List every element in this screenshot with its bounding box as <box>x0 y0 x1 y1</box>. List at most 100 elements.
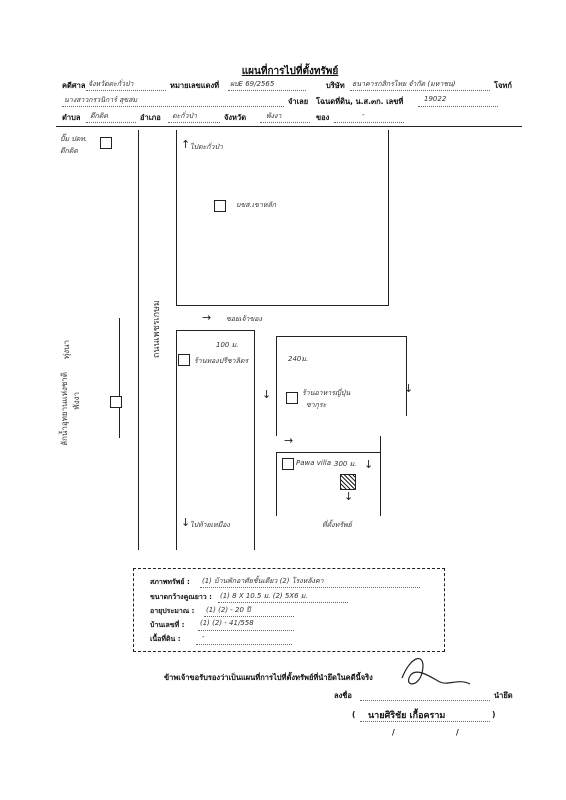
map-label-highway: ถนนเพชรเกษม <box>152 300 162 359</box>
villa-west-edge <box>276 452 277 516</box>
province-label: จังหวัด <box>224 113 247 122</box>
block-east-edge <box>388 130 389 306</box>
province-underline <box>260 112 310 123</box>
arrow-down-icon-3: ↓ <box>364 458 374 471</box>
province-value: พังงา <box>266 112 282 120</box>
villa-box <box>282 458 294 470</box>
map-label-shop: ร้านทองปรีชาลิตร <box>194 357 249 365</box>
page-title: แผนที่การไปที่ตั้งทรัพย์ <box>241 66 339 77</box>
court-underline <box>86 80 166 91</box>
villa-soi-north-edge <box>276 452 380 453</box>
restaurant-block-east-edge <box>406 336 407 416</box>
plaintiff-underline <box>350 80 490 91</box>
black-no-underline <box>228 80 306 91</box>
restaurant-box <box>286 392 298 404</box>
map-label-restaurant-2: ซากุระ <box>306 401 327 409</box>
signature-line <box>360 690 490 701</box>
map-label-ptt: ปั๊ม ปตท. <box>60 135 88 143</box>
black-no-label: หมายเลขแดงที่ <box>170 81 220 90</box>
of-label: ของ <box>316 113 330 122</box>
highway-right-edge-south <box>176 330 177 550</box>
of-underline <box>334 112 404 123</box>
tambon-label: ตำบล <box>62 113 81 122</box>
restaurant-block-west-edge <box>276 336 277 436</box>
map-label-to-thaimuang: ไปท้ายเหมือง <box>190 521 230 529</box>
soi-north-edge <box>176 305 388 306</box>
left-boundary-line <box>119 318 120 438</box>
paren-open: ( <box>352 710 356 719</box>
map-label-100m: 100 ม. <box>216 341 239 349</box>
map-label-soi: ซอยเจ้าของ <box>226 315 262 323</box>
signer-name: นายศิริชัย เกื้อคราม <box>368 711 446 721</box>
house-no-label: บ้านเลขที่ : <box>150 621 185 629</box>
villa-east-edge <box>380 436 381 516</box>
signer-role: นำยึด <box>494 691 513 700</box>
amphoe-label: อำเภอ <box>140 113 161 122</box>
case-label: คดีศาล <box>62 81 86 90</box>
date-slash-1: / <box>392 728 395 737</box>
arrow-down-icon-2: ↓ <box>404 382 414 395</box>
date-slash-2: / <box>456 728 459 737</box>
property-type-label: สภาพทรัพย์ : <box>150 578 190 586</box>
defendant-role-label: จำเลย <box>288 97 309 106</box>
plaintiff-value: ธนาคารกสิกรไทย จำกัด (มหาชน) <box>352 80 456 88</box>
size-label: ขนาดกว้างคูณยาว : <box>150 593 212 601</box>
house-no-underline <box>198 620 294 631</box>
sign-label: ลงชื่อ <box>334 691 352 700</box>
property-location-marker <box>340 474 356 490</box>
left-landmark-box <box>110 396 122 408</box>
shop-block-east-edge <box>254 330 255 550</box>
arrow-up-icon: ↑ <box>181 138 191 151</box>
age-label: อายุประมาณ : <box>150 607 195 615</box>
arrow-right-icon: → <box>202 311 212 324</box>
arrow-down-icon-4: ↓ <box>344 490 354 503</box>
age-value: (1) (2) - 20 ปี <box>206 606 251 614</box>
soi-south-edge-west <box>176 330 254 331</box>
arrow-down-icon: ↓ <box>262 388 272 401</box>
age-underline <box>204 606 294 617</box>
map-label-to-takuapa: ไปตะกั่วป่า <box>190 143 223 151</box>
property-info-box <box>133 568 445 652</box>
plaintiff-role-label: โจทก์ <box>494 81 512 90</box>
court-value: จังหวัดตะกั่วป่า <box>88 80 134 88</box>
signature-mark <box>401 658 471 685</box>
map-label-restaurant: ร้านอาหารญี่ปุ่น <box>302 389 351 397</box>
tambon-value: ตึกติด <box>90 112 108 120</box>
size-underline <box>218 592 348 603</box>
restaurant-block-north-edge <box>276 336 406 337</box>
land-area-value: - <box>202 633 205 641</box>
name-underline <box>360 711 490 722</box>
tambon-underline <box>86 112 136 123</box>
size-value: (1) 8 X 10.5 ม. (2) 5X6 ม. <box>220 592 308 600</box>
defendant-value: นางสาวกรวนิการ์ สุขสม <box>64 96 138 104</box>
bus-terminal-box <box>214 200 226 212</box>
paren-close: ) <box>492 710 496 719</box>
highway-right-edge-north <box>176 130 177 305</box>
amphoe-value: ตะกั่วป่า <box>172 112 197 120</box>
arrow-down-icon-5: ↓ <box>181 516 191 529</box>
map-label-left-3: พังงา <box>72 392 81 410</box>
property-type-underline <box>200 577 420 588</box>
amphoe-underline <box>168 112 220 123</box>
property-type-value: (1) บ้านพักอาศัยชั้นเดียว (2) โรงหลังคา <box>202 577 324 585</box>
ptt-station-box <box>100 137 112 149</box>
map-label-240m: 240ม. <box>288 355 309 363</box>
deed-value: 19022 <box>424 95 447 103</box>
gold-shop-box <box>178 354 190 366</box>
land-area-label: เนื้อที่ดิน : <box>150 635 181 643</box>
map-label-bks: บขส.เขาหลัก <box>236 201 276 209</box>
of-value: - <box>362 111 365 119</box>
map-label-left-1: ทุ่งนา <box>62 340 71 360</box>
highway-left-edge <box>138 130 139 550</box>
header-separator <box>56 126 522 127</box>
black-no-value: ผบE 69/2565 <box>230 80 275 88</box>
map-label-ptt-area: ตึกติด <box>60 147 78 155</box>
map-label-villa-distance: 300 ม. <box>334 460 357 468</box>
defendant-underline <box>62 96 284 107</box>
deed-underline <box>418 96 498 107</box>
map-label-villa: Pawa villa <box>296 459 332 467</box>
certify-statement: ข้าพเจ้าขอรับรองว่าเป็นแผนที่การไปที่ตั้… <box>164 673 373 682</box>
house-no-value: (1) (2) - 41/558 <box>200 619 254 627</box>
deed-label: โฉนดที่ดิน, น.ส.๓ก. เลขที่ <box>316 97 404 106</box>
map-label-property: ที่ตั้งทรัพย์ <box>322 521 352 529</box>
